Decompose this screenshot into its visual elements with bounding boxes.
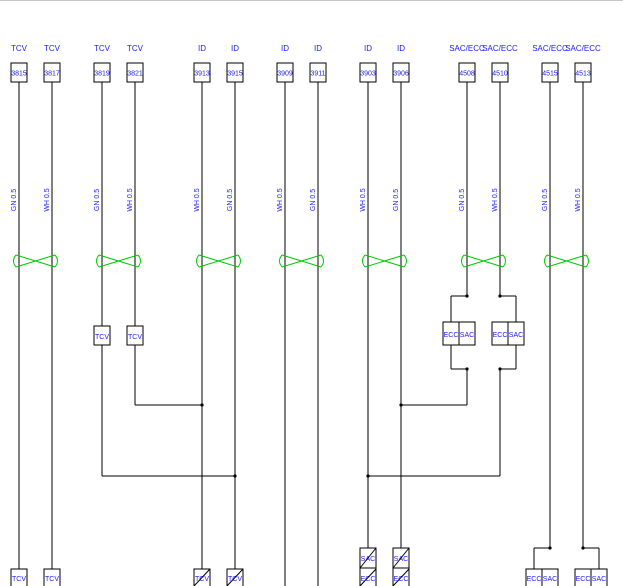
wire-header: ID — [397, 44, 405, 53]
bottom-ecc-13: ECC — [527, 576, 542, 583]
twist-marker — [196, 254, 241, 268]
wire-number: 4513 — [575, 71, 591, 78]
wire-color-label: GN 0.5 — [94, 189, 101, 211]
wire-number: 3819 — [94, 71, 110, 78]
ecc-label-a: ECC — [444, 332, 459, 339]
bottom-tcv-5: TCV — [195, 576, 209, 583]
wire-header: TCV — [11, 44, 28, 53]
wire-color-label: WH 0.5 — [194, 188, 201, 211]
wire-number: 3903 — [360, 71, 376, 78]
twist-marker — [279, 254, 324, 268]
wire-color-label: WH 0.5 — [44, 188, 51, 211]
wire-number-box — [491, 62, 509, 83]
bottom-ecc-10: ECC — [394, 576, 409, 583]
twist-marker — [96, 254, 141, 268]
ecc-label-b: ECC — [493, 332, 508, 339]
mid-tcv-box-a: TCV — [93, 325, 111, 346]
bottom-sac-13: SAC — [543, 576, 557, 583]
wire-number: 3915 — [227, 71, 243, 78]
wire-header: TCV — [94, 44, 111, 53]
wire-header: SAC/ECC — [532, 44, 568, 53]
wire-color-labels: GN 0.5 WH 0.5 GN 0.5 WH 0.5 WH 0.5 GN 0.5 WH 0… — [11, 188, 582, 211]
twisted-pair-markers — [13, 254, 589, 268]
sac-label-b: SAC — [509, 332, 523, 339]
wire-number-box — [10, 62, 28, 83]
wire-number-box — [126, 62, 144, 83]
top-border — [0, 0, 623, 1]
junction-lines — [101, 345, 501, 478]
wire-header: SAC/ECC — [482, 44, 518, 53]
wire-number: 3911 — [310, 71, 325, 78]
wire-number: 3909 — [277, 71, 293, 78]
bottom-tcv-6: TCV — [228, 576, 242, 583]
wire-number: 4508 — [459, 71, 475, 78]
wire-number-box — [574, 62, 592, 83]
bottom-tcv-2: TCV — [45, 576, 59, 583]
wire-header: ID — [231, 44, 239, 53]
wire-color-label: GN 0.5 — [393, 189, 400, 211]
mid-tcv-label-a: TCV — [95, 334, 109, 341]
wire-header: ID — [364, 44, 372, 53]
wire-color-label: WH 0.5 — [360, 188, 367, 211]
wire-number-box — [392, 62, 410, 83]
wire-number: 3821 — [127, 71, 143, 78]
wire-color-label: WH 0.5 — [492, 188, 499, 211]
wire-color-label: WH 0.5 — [127, 188, 134, 211]
wire-header: TCV — [127, 44, 144, 53]
wire-headers: TCV 3815 TCV 3817 TCV 3819 TCV 3821 ID 3913 ID 3915… — [10, 44, 601, 83]
wire-color-label: WH 0.5 — [575, 188, 582, 211]
wire-color-label: GN 0.5 — [310, 189, 317, 211]
wire-header: ID — [198, 44, 206, 53]
wire-number-box — [359, 62, 377, 83]
wire-number: 4515 — [542, 71, 558, 78]
bottom-sac-9: SAC — [361, 556, 375, 563]
wire-color-label: GN 0.5 — [227, 189, 234, 211]
wire-header: ID — [314, 44, 322, 53]
wire-number: 3913 — [194, 71, 210, 78]
sac-label-a: SAC — [460, 332, 474, 339]
wire-lines — [18, 82, 584, 586]
wire-color-label: GN 0.5 — [11, 189, 18, 211]
wire-color-label: WH 0.5 — [277, 188, 284, 211]
wire-number-box — [43, 62, 61, 83]
bottom-tcv-1: TCV — [12, 576, 26, 583]
twist-marker — [362, 254, 407, 268]
ecc-sac-group-a: ECC SAC — [442, 294, 476, 371]
twist-marker — [544, 254, 589, 268]
wire-number-box — [93, 62, 111, 83]
twist-marker — [13, 254, 58, 268]
wire-header: SAC/ECC — [565, 44, 601, 53]
wire-number: 3906 — [393, 71, 409, 78]
wire-number: 3815 — [11, 71, 27, 78]
bottom-ecc-14: ECC — [576, 576, 591, 583]
wire-number-box — [541, 62, 559, 83]
wire-header: SAC/ECC — [449, 44, 485, 53]
bottom-sac-14: SAC — [592, 576, 606, 583]
wire-number-box — [226, 62, 244, 83]
wire-color-label: GN 0.5 — [542, 189, 549, 211]
mid-tcv-label-b: TCV — [128, 334, 142, 341]
wire-number: 3817 — [44, 71, 60, 78]
wire-number-box — [309, 62, 327, 83]
wire-number-box — [458, 62, 476, 83]
wire-number: 4510 — [492, 71, 508, 78]
twist-marker — [461, 254, 506, 268]
wire-header: TCV — [44, 44, 61, 53]
ecc-sac-group-b: ECC SAC — [491, 294, 525, 371]
wire-header: ID — [281, 44, 289, 53]
mid-tcv-box-b: TCV — [126, 325, 144, 346]
wire-color-label: GN 0.5 — [459, 189, 466, 211]
bottom-connectors: TCV TCV TCV TCV SAC ECC SAC ECC ECC SAC — [10, 546, 608, 586]
bottom-ecc-9: ECC — [361, 576, 376, 583]
bottom-sac-10: SAC — [394, 556, 408, 563]
wire-number-box — [276, 62, 294, 83]
wire-number-box — [193, 62, 211, 83]
